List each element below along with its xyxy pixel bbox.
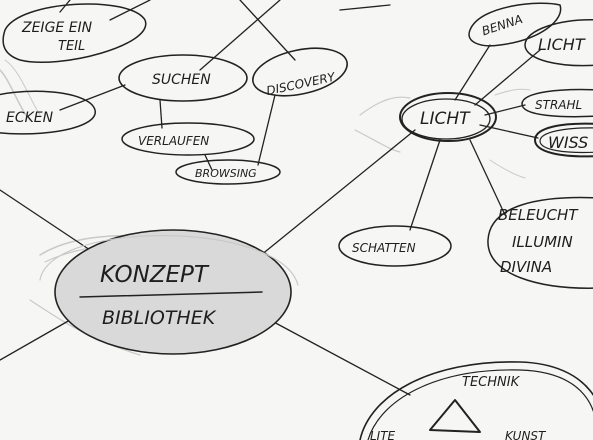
node-beleuchtung: BELEUCHT ILLUMIN DIVINA [487, 196, 593, 289]
node-schatten: SCHATTEN [338, 225, 452, 267]
node-benna-label: BENNA [480, 12, 524, 38]
node-licht-center: LICHT [399, 92, 497, 142]
node-top-left: ZEIGE EIN TEIL [2, 3, 147, 64]
node-konzept-label: KONZEPT [100, 262, 210, 288]
node-bibliothek-label: BIBLIOTHEK [102, 307, 217, 329]
node-illumination-label: ILLUMIN [512, 233, 573, 251]
node-verlaufen: VERLAUFEN [121, 122, 255, 156]
node-beleuchtung-label: BELEUCHT [498, 206, 579, 224]
node-bottom-a-label: LITE [370, 429, 396, 440]
node-schatten-label: SCHATTEN [352, 241, 416, 255]
node-verlaufen-label: VERLAUFEN [138, 134, 209, 148]
node-strahl-label: STRAHL [535, 98, 582, 112]
node-konzept-bibliothek: KONZEPT BIBLIOTHEK [39, 229, 299, 355]
node-top-left-line2: TEIL [58, 39, 85, 54]
node-technik: TECHNIK LITE KUNST [359, 361, 593, 440]
node-top-left-line1: ZEIGE EIN [21, 20, 93, 36]
node-licht-center-label: LICHT [420, 109, 471, 129]
node-ecken: ECKEN [0, 90, 96, 135]
node-browsing-label: BROWSING [195, 167, 257, 180]
node-licht-top-label: LICHT [538, 35, 586, 54]
node-strahl: STRAHL [521, 88, 593, 118]
node-bottom-b-label: KUNST [505, 429, 547, 440]
node-suchen: SUCHEN [118, 54, 248, 102]
node-browsing: BROWSING [175, 159, 281, 185]
node-wiss-label: WISS [548, 133, 588, 152]
node-divina-label: DIVINA [500, 258, 552, 276]
node-ecken-label: ECKEN [6, 110, 54, 126]
node-wiss: WISS [534, 122, 593, 158]
node-licht-top: LICHT [524, 19, 593, 67]
node-technik-label: TECHNIK [462, 375, 521, 390]
node-discovery: DISCOVERY [252, 47, 348, 98]
node-suchen-label: SUCHEN [152, 72, 211, 88]
